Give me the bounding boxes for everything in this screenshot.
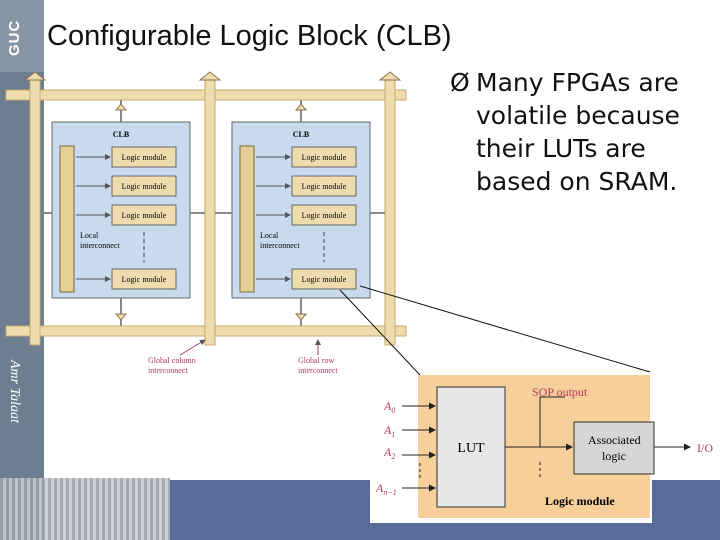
logic-module-label: Logic module [122, 153, 167, 162]
logic-module-label: Logic module [302, 182, 347, 191]
global-row-label: interconnect [298, 366, 338, 375]
logic-module-label: Logic module [302, 211, 347, 220]
local-interconnect-label: interconnect [260, 241, 300, 250]
associated-logic-label: Associated [588, 433, 641, 447]
lut-label: LUT [457, 441, 485, 456]
global-column-label: interconnect [148, 366, 188, 375]
input-an-subscript: n−1 [383, 488, 396, 497]
io-label: I/O [697, 441, 713, 455]
clb-label-1: CLB [113, 130, 130, 139]
logic-module-label: Logic module [122, 275, 167, 284]
svg-text:A0: A0 [383, 399, 395, 415]
sop-output-label: SOP output [532, 385, 588, 399]
input-a2-subscript: 2 [391, 452, 395, 461]
local-interconnect-label: Local [260, 231, 279, 240]
logic-module-caption: Logic module [545, 494, 615, 508]
input-a1-subscript: 1 [391, 430, 395, 439]
clb-label-2: CLB [293, 130, 310, 139]
bullet-text: Many FPGAs are volatile because their LU… [476, 68, 680, 196]
logic-module-label: Logic module [302, 153, 347, 162]
input-a1-label: A [383, 423, 392, 437]
slide-title: Configurable Logic Block (CLB) [47, 20, 452, 52]
svg-text:An−1: An−1 [375, 481, 397, 497]
svg-text:A1: A1 [383, 423, 395, 439]
input-a2-label: A [383, 445, 392, 459]
bullet-list: Ø Many FPGAs are volatile because their … [450, 66, 710, 198]
local-interconnect-label: Local [80, 231, 99, 240]
bullet-arrow-icon: Ø [450, 68, 470, 97]
logic-module-label: Logic module [302, 275, 347, 284]
input-an-label: A [375, 481, 384, 495]
associated-logic-label: logic [602, 449, 626, 463]
input-a0-label: A [383, 399, 392, 413]
chip-photo [0, 478, 170, 540]
logic-module-label: Logic module [122, 211, 167, 220]
logic-module-label: Logic module [122, 182, 167, 191]
svg-text:A2: A2 [383, 445, 395, 461]
global-column-label: Global column [148, 356, 196, 365]
local-interconnect-label: interconnect [80, 241, 120, 250]
input-a0-subscript: 0 [391, 406, 395, 415]
university-logo: GUC [0, 0, 44, 72]
global-row-label: Global row [298, 356, 334, 365]
